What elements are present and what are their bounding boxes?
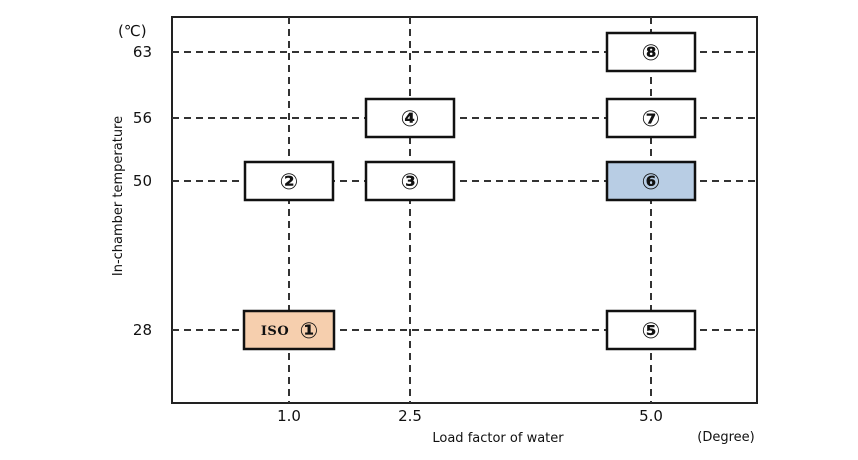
tick-labels: 1.0 2.5 5.0 28 50 56 63 bbox=[133, 43, 663, 425]
data-point-rect bbox=[243, 160, 335, 202]
data-point-box: ⑦ bbox=[605, 97, 697, 139]
data-point-box: ⑥ bbox=[605, 160, 697, 202]
y-tick-label: 56 bbox=[133, 109, 152, 127]
data-point-label: ④ bbox=[401, 107, 420, 132]
data-point-rect bbox=[364, 160, 456, 202]
y-tick-label: 28 bbox=[133, 321, 152, 339]
data-point-rect bbox=[605, 160, 697, 202]
x-unit-label: (Degree) bbox=[697, 430, 754, 445]
data-point-label: ③ bbox=[401, 170, 420, 195]
y-tick-label: 50 bbox=[133, 172, 152, 190]
y-axis-title: In-chamber temperature bbox=[111, 116, 126, 276]
y-tick-label: 63 bbox=[133, 43, 152, 61]
x-tick-label: 1.0 bbox=[277, 407, 301, 425]
data-point-box: ② bbox=[243, 160, 335, 202]
data-point-box: ④ bbox=[364, 97, 456, 139]
data-point-rect bbox=[605, 31, 697, 73]
x-axis-title: Load factor of water bbox=[432, 431, 564, 446]
data-point-prefix: ISO bbox=[261, 324, 289, 339]
data-point-box: ⑤ bbox=[605, 309, 697, 351]
data-point-label: ⑧ bbox=[642, 41, 661, 66]
x-tick-label: 5.0 bbox=[639, 407, 663, 425]
x-tick-label: 2.5 bbox=[398, 407, 422, 425]
data-point-label: ⑤ bbox=[642, 319, 661, 344]
data-point-rect bbox=[605, 309, 697, 351]
data-point-rect bbox=[242, 309, 336, 351]
data-point-label: ② bbox=[280, 170, 299, 195]
data-point-label: ⑦ bbox=[642, 107, 661, 132]
data-point-rect bbox=[605, 97, 697, 139]
data-point-label: ① bbox=[300, 319, 319, 344]
data-point-box: ⑧ bbox=[605, 31, 697, 73]
data-point-rect bbox=[364, 97, 456, 139]
data-point-box: ISO ① bbox=[242, 309, 336, 351]
y-unit-label: (℃) bbox=[118, 22, 147, 40]
data-point-label: ⑥ bbox=[642, 170, 661, 195]
data-point-box: ③ bbox=[364, 160, 456, 202]
plot-frame bbox=[171, 16, 758, 404]
data-points: ISO ① ② ③ ④ ⑤ ⑥ ⑦ ⑧ bbox=[242, 31, 697, 351]
